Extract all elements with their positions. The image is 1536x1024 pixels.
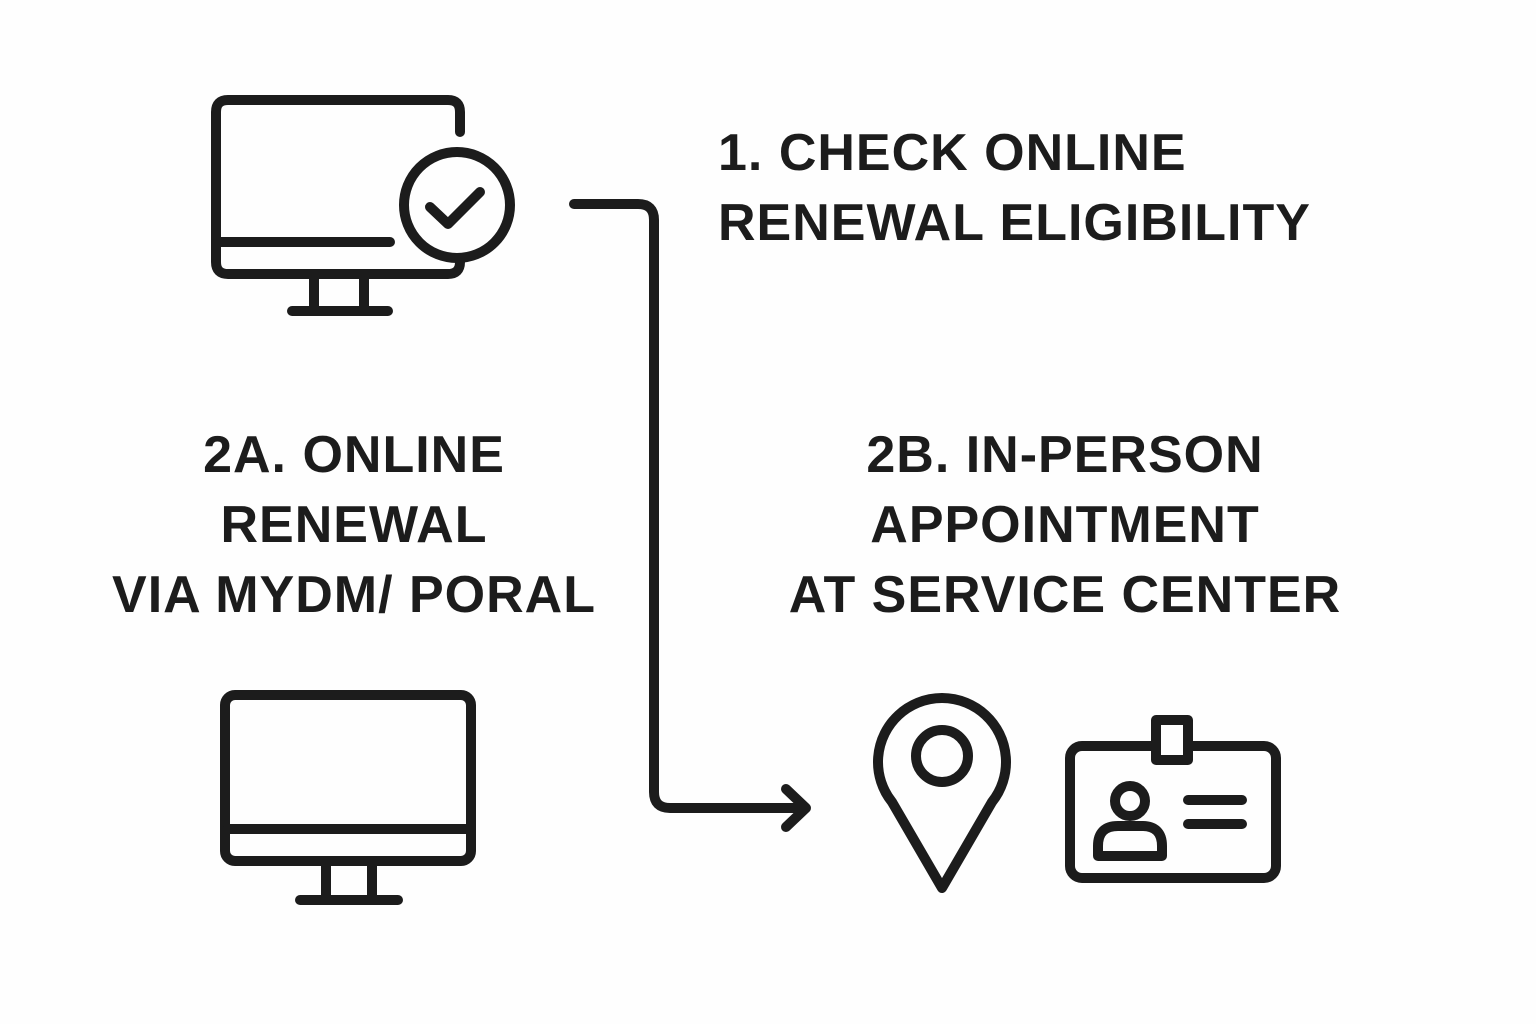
step-2b-line-2: APPOINTMENT xyxy=(870,496,1260,554)
step-2a-line-1: 2A. ONLINE xyxy=(203,426,505,484)
step-1-line-2: RENEWAL ELIGIBILITY xyxy=(718,194,1311,252)
step-2b-line-3: AT SERVICE CENTER xyxy=(788,566,1342,624)
step-2a-line-3: VIA MYDM/ PORAL xyxy=(112,566,596,624)
location-pin-icon xyxy=(873,693,1011,893)
step-2a-label: 2A. ONLINE RENEWAL VIA MYDM/ PORAL xyxy=(104,420,604,630)
id-badge-icon xyxy=(1065,715,1281,883)
step-1-line-1: 1. CHECK ONLINE xyxy=(718,124,1187,182)
step-1-label: 1. CHECK ONLINE RENEWAL ELIGIBILITY xyxy=(718,118,1311,258)
step-2b-line-1: 2B. IN-PERSON xyxy=(866,426,1264,484)
monitor-check-icon xyxy=(211,95,515,316)
flow-arrow xyxy=(569,199,811,832)
step-2a-line-2: RENEWAL xyxy=(220,496,488,554)
monitor-icon xyxy=(220,690,476,905)
step-2b-label: 2B. IN-PERSON APPOINTMENT AT SERVICE CEN… xyxy=(770,420,1360,630)
